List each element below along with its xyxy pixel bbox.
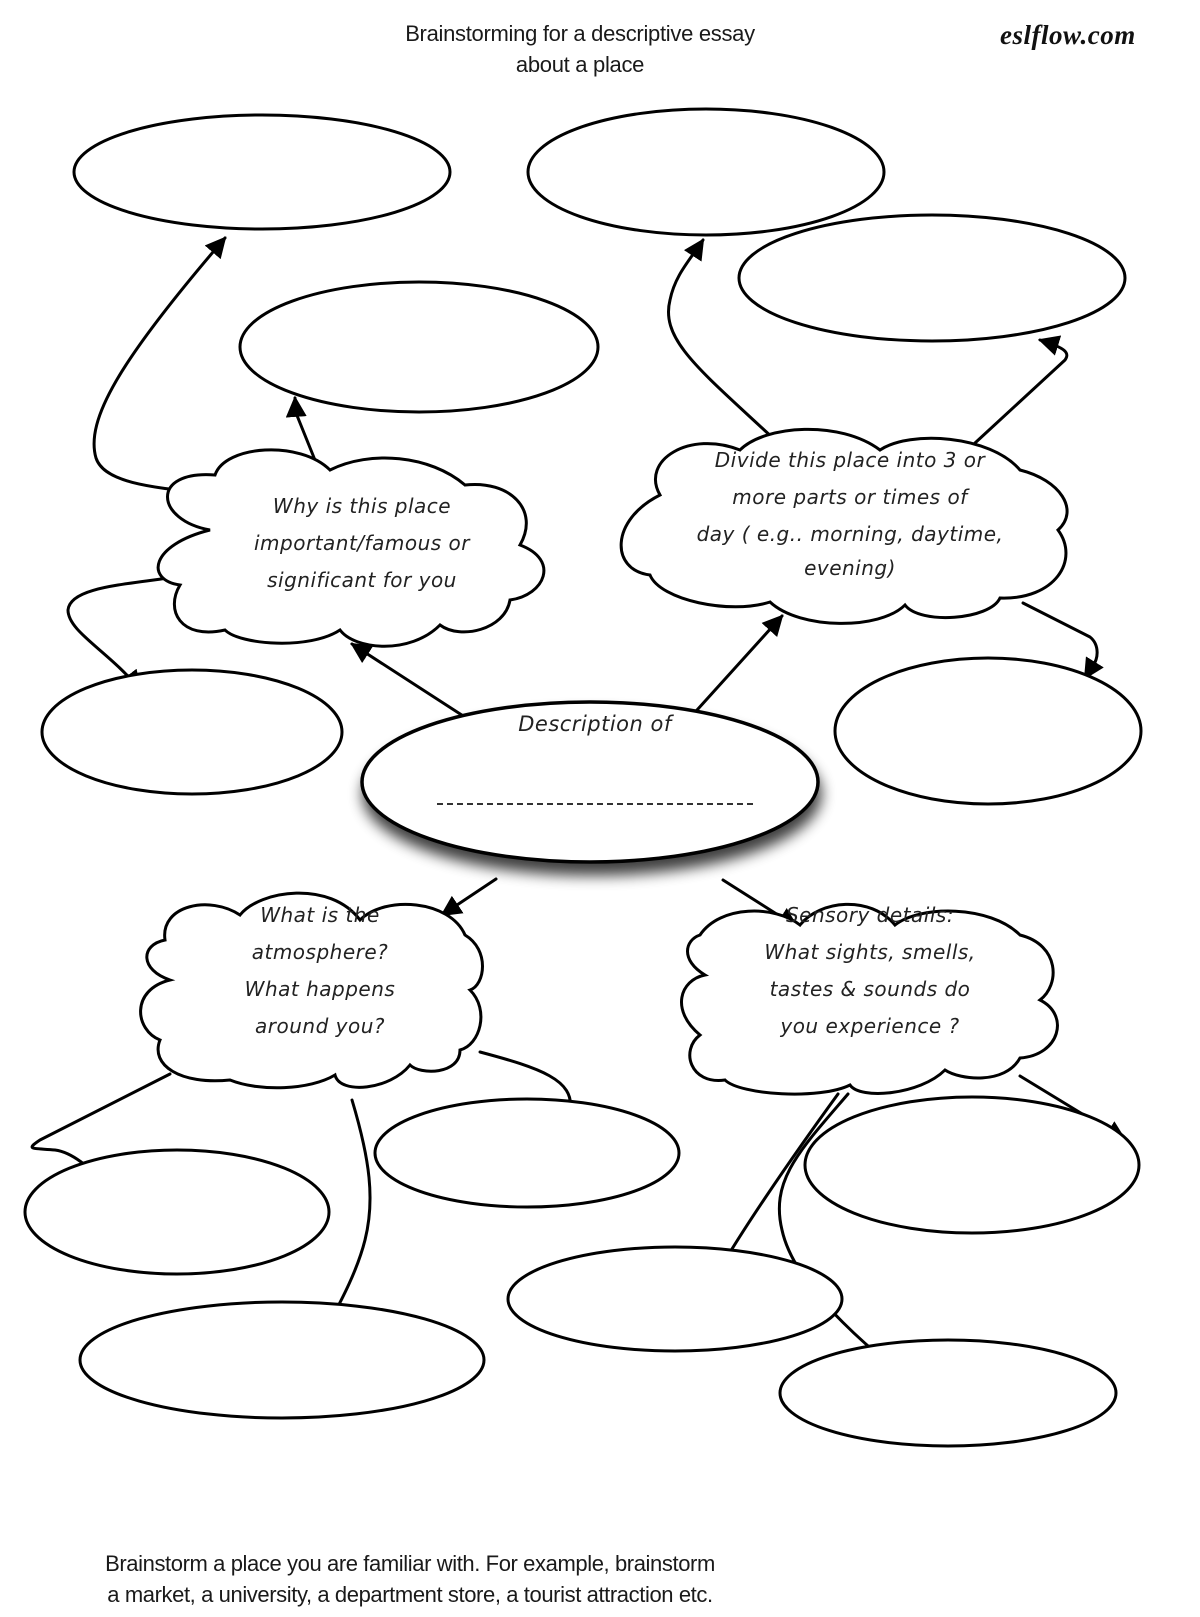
footer-line-2: a market, a university, a department sto… bbox=[107, 1582, 713, 1607]
center-node-label: Description of bbox=[518, 712, 672, 736]
instructions-footer: Brainstorm a place you are familiar with… bbox=[30, 1548, 790, 1610]
cloud-divide bbox=[619, 427, 1069, 625]
prompt-sensory-line: What sights, smells, bbox=[764, 940, 976, 964]
prompt-atmosphere-line: around you? bbox=[255, 1014, 385, 1038]
answer-oval-sensory-1[interactable] bbox=[803, 1095, 1141, 1235]
prompt-sensory-line: Sensory details: bbox=[785, 903, 955, 927]
answer-oval-divide-2[interactable] bbox=[737, 213, 1127, 343]
arrow-center-to-divide bbox=[686, 614, 784, 722]
answer-oval-sensory-2[interactable] bbox=[506, 1245, 844, 1353]
center-oval[interactable] bbox=[360, 700, 820, 864]
arrow-center-to-atmosphere bbox=[440, 877, 498, 917]
prompt-divide: Divide this place into 3 or more parts o… bbox=[660, 442, 1040, 583]
prompt-sensory-line: you experience ? bbox=[780, 1014, 960, 1038]
prompt-divide-line: more parts or times of bbox=[732, 485, 968, 509]
arrow-divide-to-oval-2 bbox=[973, 335, 1069, 445]
prompt-atmosphere-line: atmosphere? bbox=[251, 940, 389, 964]
answer-oval-important-3[interactable] bbox=[40, 668, 344, 796]
prompt-divide-line: day ( e.g.. morning, daytime, bbox=[696, 522, 1004, 546]
footer-line-1: Brainstorm a place you are familiar with… bbox=[105, 1551, 715, 1576]
title-line-2: about a place bbox=[515, 52, 645, 77]
title-line-1: Brainstorming for a descriptive essay bbox=[405, 21, 755, 46]
answer-ovals bbox=[23, 107, 1143, 1448]
arrow-important-to-oval-3 bbox=[66, 576, 170, 692]
center-node-blank-line[interactable] bbox=[437, 803, 753, 805]
prompt-important-line: important/famous or bbox=[254, 531, 470, 555]
worksheet-title: Brainstorming for a descriptive essay ab… bbox=[360, 18, 800, 80]
answer-oval-divide-1[interactable] bbox=[526, 107, 886, 237]
answer-oval-divide-3[interactable] bbox=[833, 656, 1143, 806]
arrow-important-to-oval-1 bbox=[92, 236, 227, 497]
prompt-sensory: Sensory details: What sights, smells, ta… bbox=[720, 897, 1020, 1045]
answer-oval-important-2[interactable] bbox=[238, 280, 600, 414]
answer-oval-atmosphere-1[interactable] bbox=[23, 1148, 331, 1276]
prompt-important-line: significant for you bbox=[267, 568, 457, 592]
prompt-atmosphere: What is the atmosphere? What happens aro… bbox=[200, 897, 440, 1045]
answer-oval-sensory-3[interactable] bbox=[778, 1338, 1118, 1448]
prompt-divide-line: evening) bbox=[804, 556, 896, 580]
arrow-divide-to-oval-3 bbox=[1021, 601, 1104, 680]
cloud-important bbox=[156, 448, 546, 648]
prompt-important-line: Why is this place bbox=[272, 494, 452, 518]
answer-oval-important-1[interactable] bbox=[72, 113, 452, 231]
arrow-divide-to-oval-1 bbox=[667, 238, 777, 442]
prompt-sensory-line: tastes & sounds do bbox=[769, 977, 971, 1001]
answer-oval-atmosphere-2[interactable] bbox=[373, 1097, 681, 1209]
answer-oval-atmosphere-3[interactable] bbox=[78, 1300, 486, 1420]
prompt-atmosphere-line: What happens bbox=[244, 977, 396, 1001]
cloud-sensory bbox=[680, 902, 1059, 1096]
brand-logo: eslflow.com bbox=[1000, 20, 1136, 50]
prompt-divide-line: Divide this place into 3 or bbox=[714, 448, 986, 472]
prompt-atmosphere-line: What is the bbox=[260, 903, 380, 927]
cloud-atmosphere bbox=[139, 891, 484, 1090]
prompt-important: Why is this place important/famous or si… bbox=[212, 488, 512, 599]
